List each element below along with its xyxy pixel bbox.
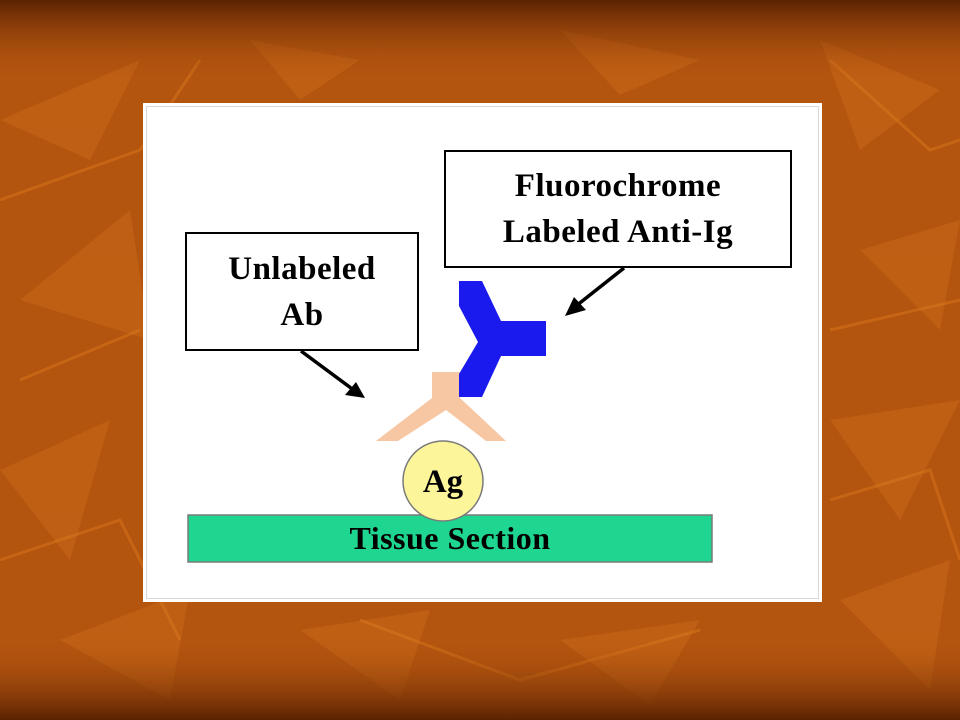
arrow-head-unlabeled [345, 382, 365, 398]
antigen-label: Ag [422, 463, 464, 500]
tissue-section-label: Tissue Section [349, 520, 551, 556]
unlabeled-ab-label-box: Unlabeled Ab [185, 232, 419, 351]
unlabeled-ab-label-line-1: Unlabeled [228, 250, 376, 287]
labeled-antibody-shape [459, 281, 546, 397]
fluorochrome-label-line-2: Labeled Anti-Ig [502, 214, 734, 250]
unlabeled-ab-label-line-2: Ab [280, 296, 324, 333]
fluorochrome-label-line-1: Fluorochrome [514, 168, 722, 204]
arrow-to-labeled-ab [574, 266, 626, 308]
diagram-shapes [187, 266, 713, 563]
antigen-circle [402, 440, 484, 522]
arrows [299, 266, 626, 398]
arrow-to-unlabeled-ab [299, 349, 357, 393]
arrow-head-labeled [565, 297, 586, 316]
unlabeled-antibody-shape [376, 372, 506, 441]
tissue-section-bar [187, 514, 713, 563]
diagram-panel: Unlabeled Ab Fluorochrome Labeled Anti-I… [143, 103, 822, 602]
fluorochrome-label-box: Fluorochrome Labeled Anti-Ig [444, 150, 792, 268]
